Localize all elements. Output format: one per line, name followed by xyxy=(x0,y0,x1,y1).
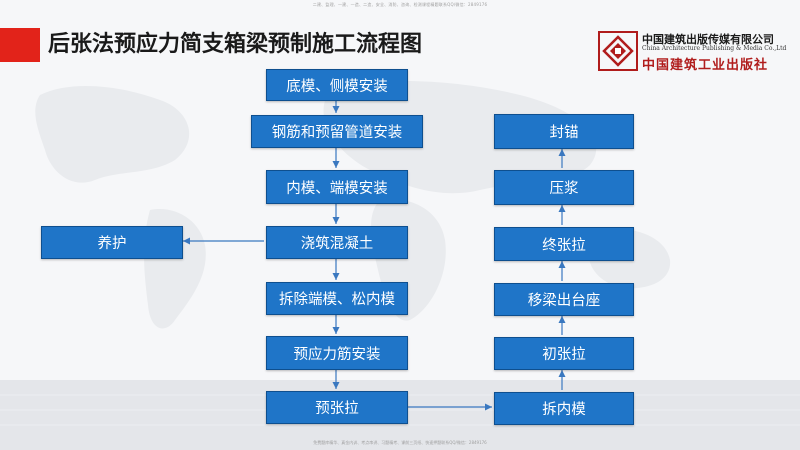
step-final-tension: 终张拉 xyxy=(494,227,634,261)
title-accent-bar xyxy=(0,28,40,62)
step-initial-tension: 初张拉 xyxy=(494,337,634,370)
publisher-emblem-icon xyxy=(598,31,638,71)
step-anchor-sealing: 封锚 xyxy=(494,114,634,149)
step-tendon-install: 预应力筋安装 xyxy=(266,336,408,370)
publisher-name-en: China Architecture Publishing & Media Co… xyxy=(642,45,787,52)
step-bottom-side-mold: 底模、侧模安装 xyxy=(266,69,408,101)
step-move-beam: 移梁出台座 xyxy=(494,283,634,316)
step-pre-tension: 预张拉 xyxy=(266,391,408,424)
step-remove-end-mold: 拆除端模、松内模 xyxy=(266,282,408,315)
bottom-watermark-note: 免费题库精华、真金内训、考点串讲、习题精考、课前三页纸、快速押题联系QQ/微信：… xyxy=(313,440,487,445)
publisher-logo-block: 中国建筑出版传媒有限公司 China Architecture Publishi… xyxy=(598,29,798,75)
publisher-name-cn: 中国建筑出版传媒有限公司 xyxy=(642,33,774,46)
step-remove-inner-mold: 拆内模 xyxy=(494,392,634,425)
step-inner-end-mold: 内模、端模安装 xyxy=(266,170,408,204)
step-grouting: 压浆 xyxy=(494,170,634,205)
top-watermark-note: 二建、监理、一建、一造、二造、安全、消防、咨询、检测课程精题联系QQ/微信：28… xyxy=(312,2,488,7)
step-rebar-ducts: 钢筋和预留管道安装 xyxy=(251,115,423,148)
step-curing: 养护 xyxy=(41,226,183,259)
step-pour-concrete: 浇筑混凝土 xyxy=(266,226,408,259)
publisher-calligraphy: 中国建筑工业出版社 xyxy=(642,58,769,73)
page-title: 后张法预应力简支箱梁预制施工流程图 xyxy=(48,32,423,57)
